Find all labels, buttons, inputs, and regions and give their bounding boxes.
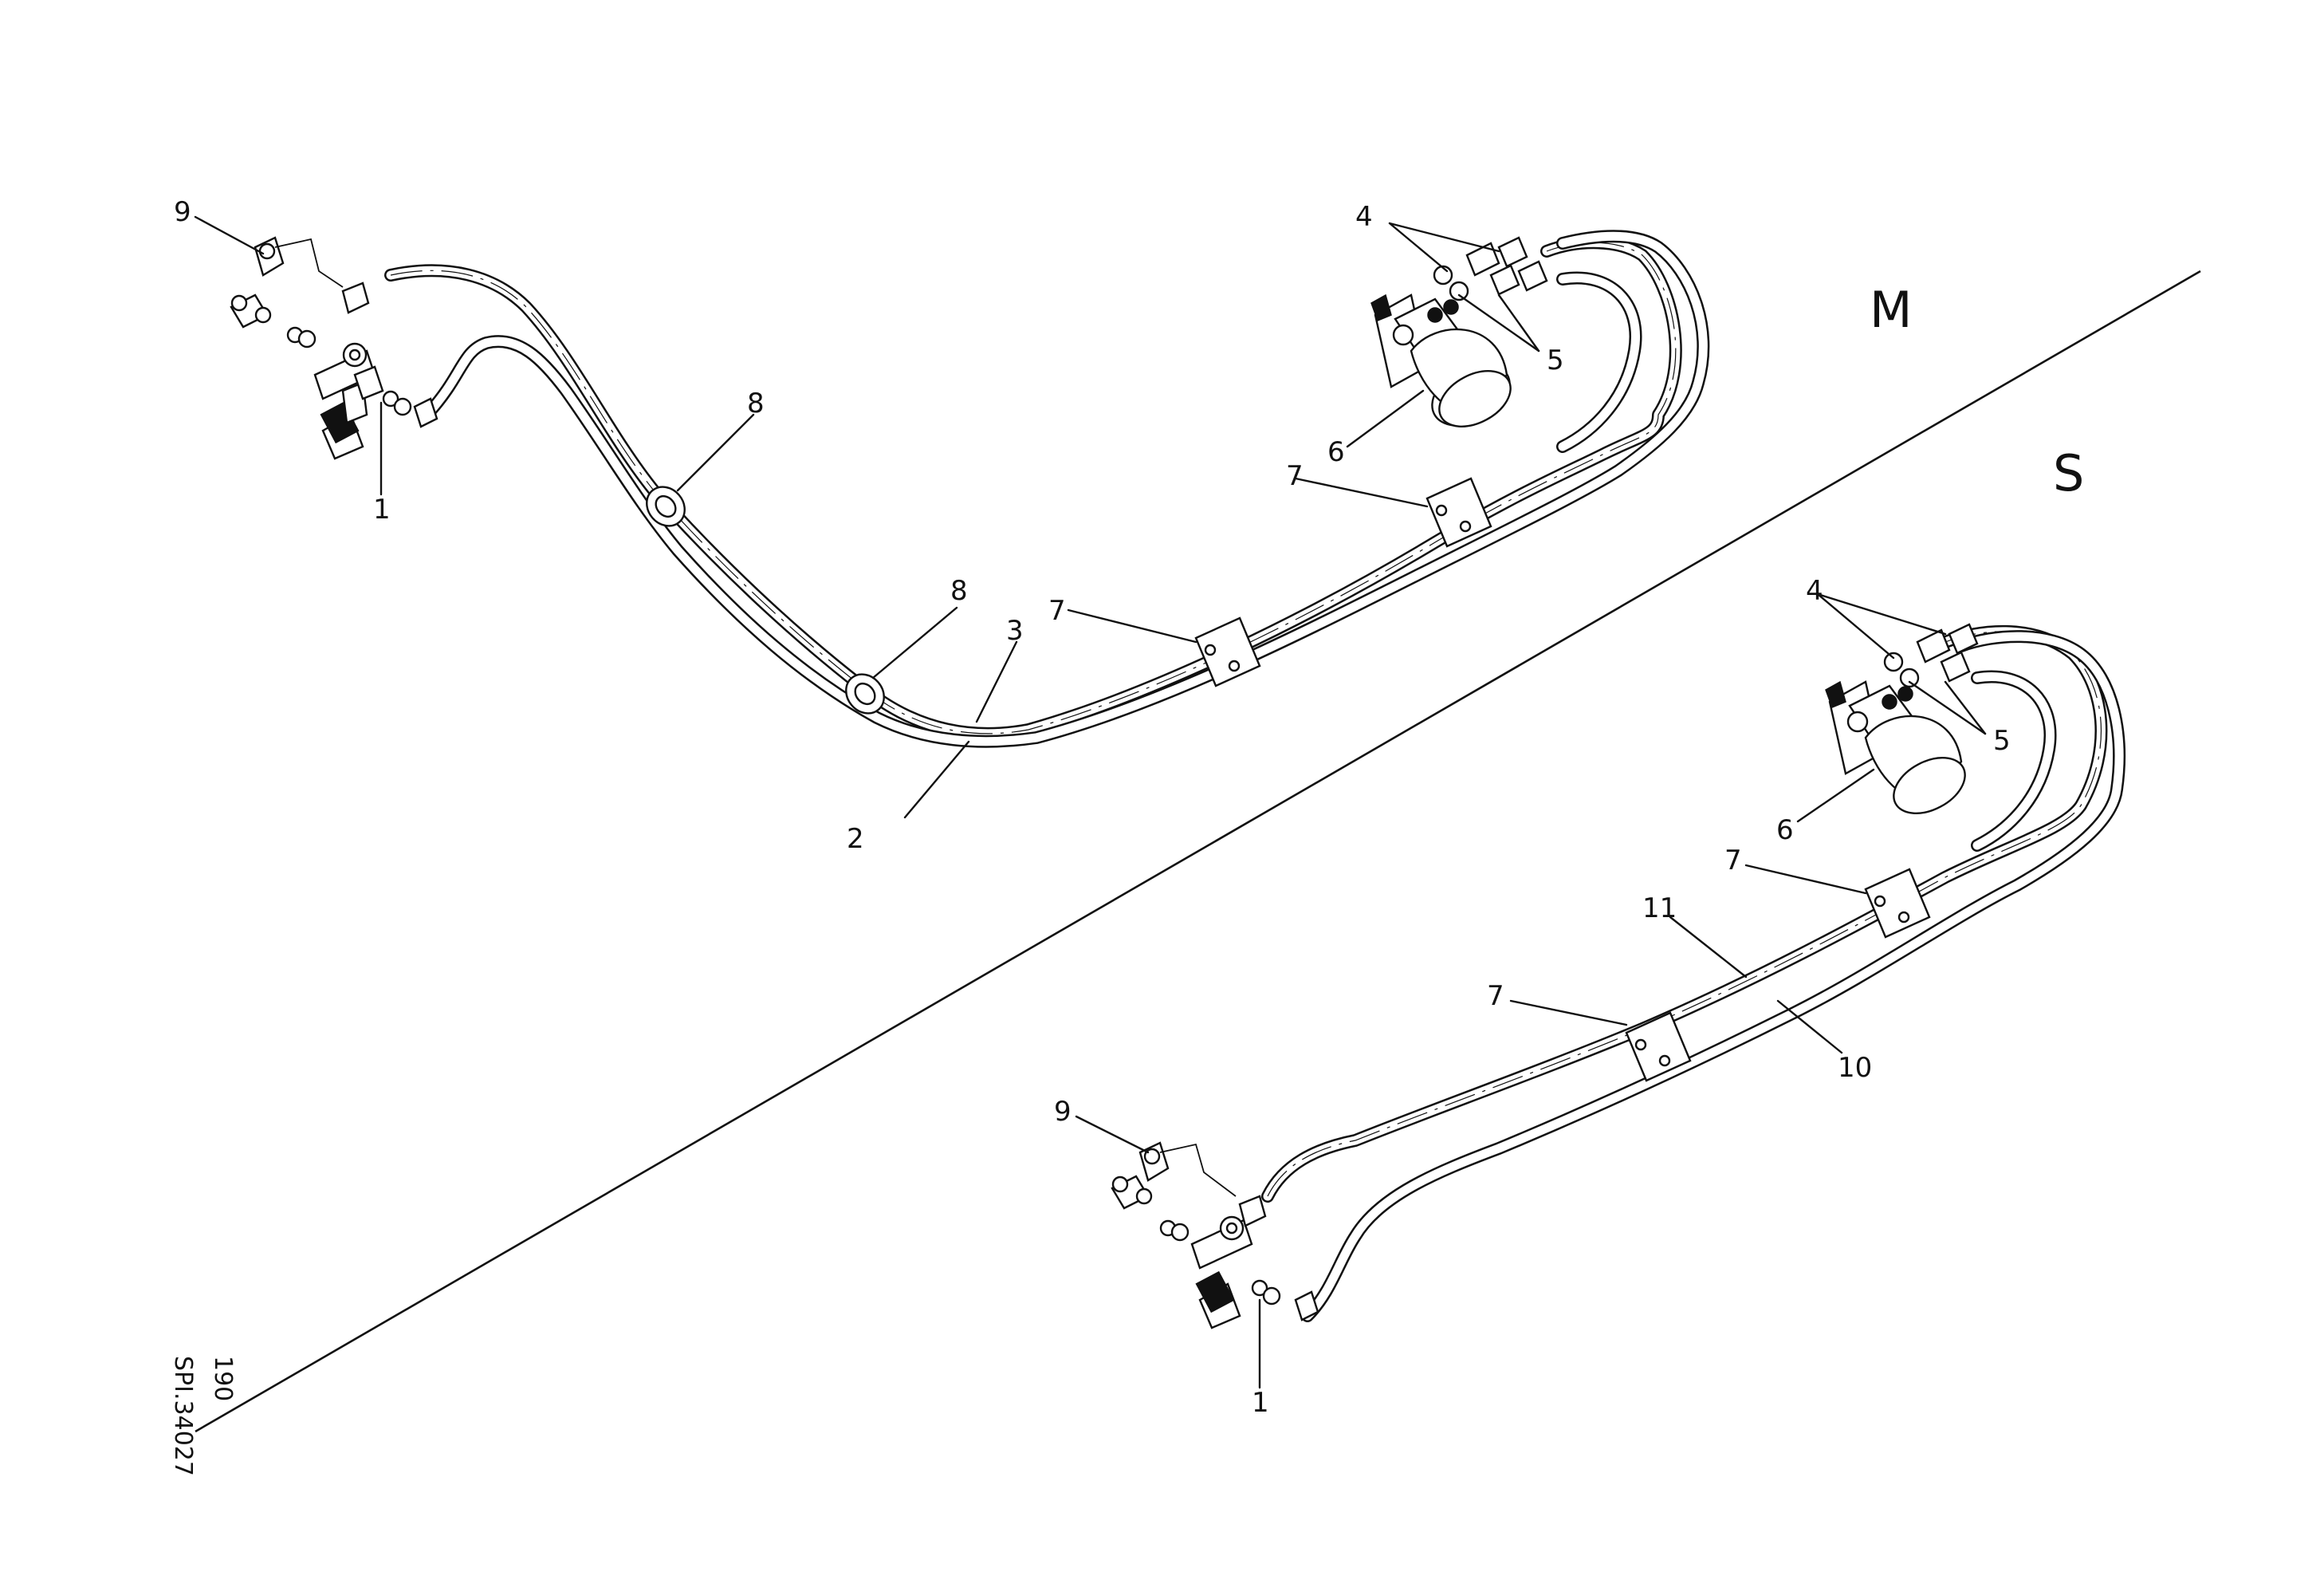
hose-m-lower xyxy=(424,230,1710,748)
hose-s-lower xyxy=(1301,630,2125,1322)
valve-block-m xyxy=(230,236,438,460)
callout-s-7b: 7 xyxy=(1487,980,1504,1012)
callout-m-7a: 7 xyxy=(1286,460,1304,492)
callout-m-9: 9 xyxy=(174,196,191,228)
assembly-m: 9 1 2 3 4 5 6 7 7 8 8 xyxy=(174,196,1710,855)
callout-m-5: 5 xyxy=(1547,345,1564,376)
hose-m-upper xyxy=(384,236,1682,740)
reference-code: SPI.34027 xyxy=(169,1356,197,1476)
leaders-m xyxy=(194,215,1540,819)
valve-block-s xyxy=(1111,1141,1319,1329)
callout-s-7a: 7 xyxy=(1724,845,1742,876)
callout-m-3: 3 xyxy=(1006,615,1024,647)
clamp-m-1 xyxy=(1194,616,1261,687)
clamp-s-1 xyxy=(1625,1011,1692,1082)
callout-m-8b: 8 xyxy=(950,575,968,607)
section-label-m: M xyxy=(1870,281,1913,339)
callout-m-2: 2 xyxy=(847,823,864,855)
clamp-s-2 xyxy=(1864,868,1931,939)
grommet-m-2 xyxy=(845,673,885,715)
callout-s-6: 6 xyxy=(1776,814,1794,846)
callout-m-1: 1 xyxy=(373,494,391,526)
callout-m-8a: 8 xyxy=(747,388,765,419)
drawing-reference: 190 SPI.34027 xyxy=(169,1356,237,1476)
section-label-s: S xyxy=(2053,444,2084,502)
callout-m-4: 4 xyxy=(1355,201,1373,233)
hydraulic-motor-s xyxy=(1825,680,1966,814)
assembly-s: 9 1 4 5 6 7 7 11 10 xyxy=(1054,575,2125,1419)
callout-m-7b: 7 xyxy=(1048,595,1066,627)
leaders-s xyxy=(1075,593,1987,1389)
grommet-m-1 xyxy=(646,486,686,527)
callout-s-1: 1 xyxy=(1252,1387,1269,1419)
fittings-s xyxy=(1883,623,1979,688)
clamp-m-2 xyxy=(1425,477,1492,548)
callout-s-10: 10 xyxy=(1838,1052,1872,1084)
callout-s-5: 5 xyxy=(1993,725,2011,757)
hydraulic-motor-m xyxy=(1370,293,1512,427)
callout-s-11: 11 xyxy=(1642,892,1677,924)
section-divider-line xyxy=(195,270,2201,1433)
fittings-m xyxy=(1433,236,1548,301)
callout-s-9: 9 xyxy=(1054,1096,1072,1128)
callout-m-6: 6 xyxy=(1327,436,1345,468)
reference-number: 190 xyxy=(209,1356,237,1401)
callout-s-4: 4 xyxy=(1806,575,1823,607)
